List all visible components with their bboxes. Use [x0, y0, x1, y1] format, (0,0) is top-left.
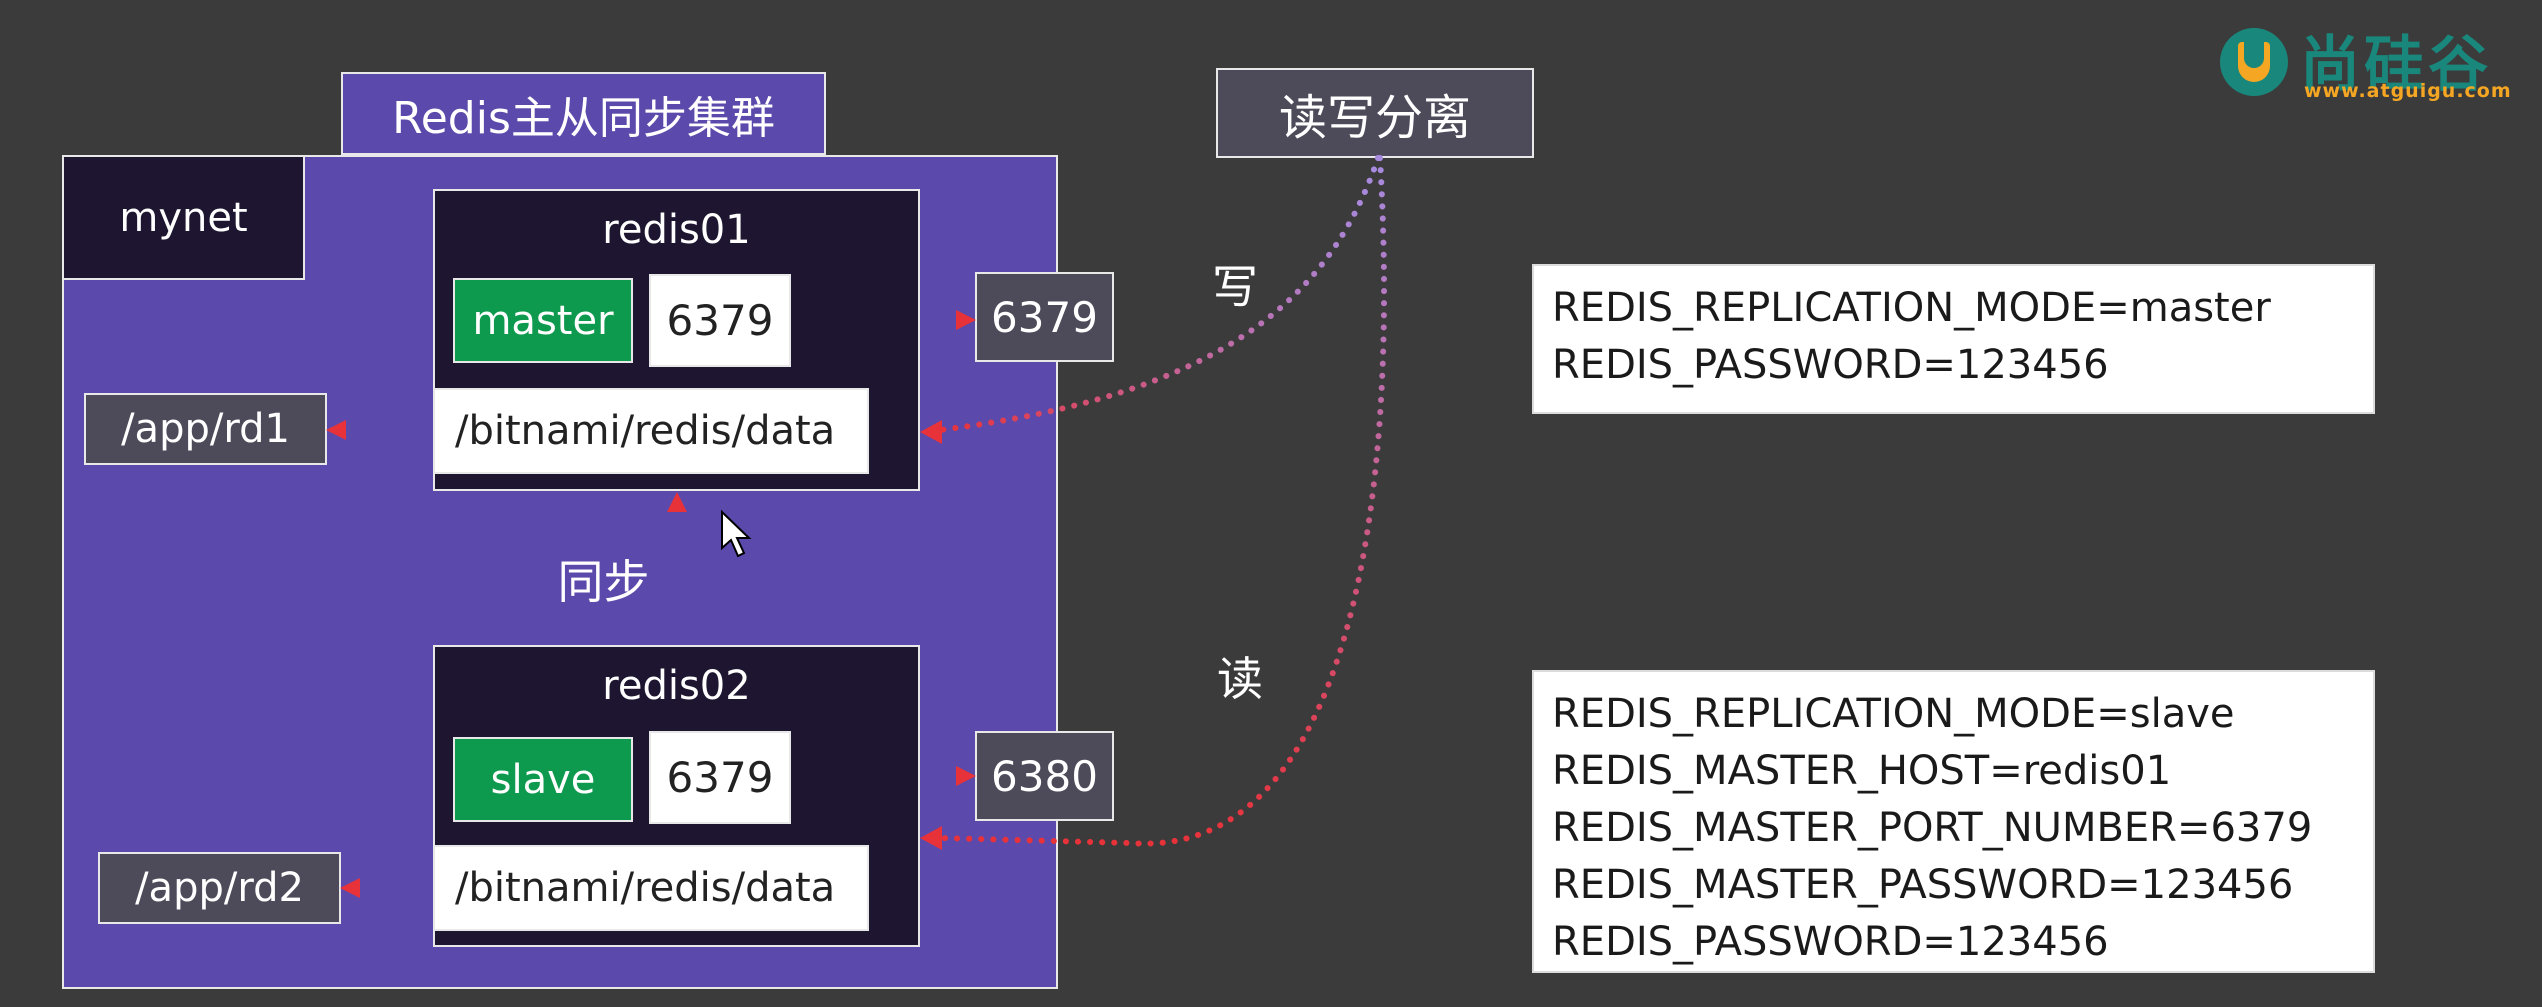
- slave-container-name: redis02: [602, 663, 751, 709]
- slave-role-badge: slave: [453, 737, 633, 822]
- read-write-split-box: 读写分离: [1216, 68, 1534, 158]
- master-host-port: 6379: [975, 272, 1114, 362]
- env-line: REDIS_PASSWORD=123456: [1552, 919, 2109, 965]
- master-host-path: /app/rd1: [84, 393, 327, 465]
- cluster-title: Redis主从同步集群: [341, 72, 826, 155]
- env-line: REDIS_PASSWORD=123456: [1552, 342, 2109, 388]
- slave-container-path: /bitnami/redis/data: [433, 845, 869, 931]
- logo-u-icon-inner: [2244, 40, 2264, 68]
- env-line: REDIS_MASTER_HOST=redis01: [1552, 748, 2172, 794]
- write-arrow: [937, 155, 1381, 433]
- read-arrowhead: [920, 826, 942, 850]
- logo-url: www.atguigu.com: [2304, 80, 2512, 102]
- master-container-path: /bitnami/redis/data: [433, 388, 869, 474]
- master-volume-arrowhead: [326, 420, 346, 440]
- slave-volume-arrowhead: [340, 878, 360, 898]
- slave-env-config: REDIS_REPLICATION_MODE=slave REDIS_MASTE…: [1532, 670, 2375, 973]
- master-env-config: REDIS_REPLICATION_MODE=master REDIS_PASS…: [1532, 264, 2375, 414]
- read-arrow: [937, 155, 1388, 847]
- write-arrowhead: [920, 420, 942, 444]
- logo-brand: 尚硅谷: [2300, 30, 2492, 100]
- mouse-cursor-icon: [721, 509, 752, 558]
- write-label: 写: [1212, 260, 1258, 314]
- sync-label: 同步: [557, 555, 650, 609]
- master-port-arrowhead: [956, 310, 976, 330]
- sync-arrowhead: [667, 492, 687, 512]
- master-role-badge: master: [453, 278, 633, 363]
- env-line: REDIS_MASTER_PASSWORD=123456: [1552, 862, 2294, 908]
- slave-container-port: 6379: [649, 731, 791, 824]
- read-label: 读: [1217, 652, 1263, 706]
- master-container-port: 6379: [649, 274, 791, 367]
- env-line: REDIS_REPLICATION_MODE=master: [1552, 285, 2271, 331]
- network-label: mynet: [62, 155, 305, 280]
- slave-host-port: 6380: [975, 731, 1114, 821]
- master-container-name: redis01: [602, 207, 751, 253]
- env-line: REDIS_MASTER_PORT_NUMBER=6379: [1552, 805, 2313, 851]
- env-line: REDIS_REPLICATION_MODE=slave: [1552, 691, 2235, 737]
- slave-port-arrowhead: [956, 766, 976, 786]
